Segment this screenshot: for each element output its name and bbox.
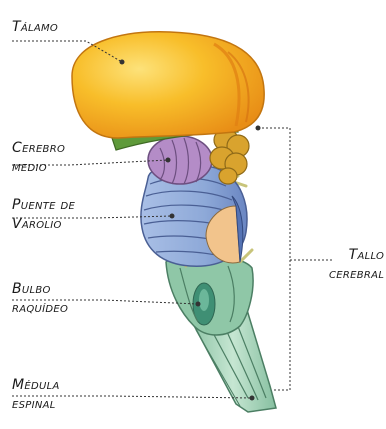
label-medula-espinal: Médula espinal [12, 376, 60, 414]
thalamus [72, 32, 264, 138]
label-puente-de-varolio: Puente de Varolio [12, 196, 75, 234]
label-cerebro-medio: Cerebro medio [12, 139, 65, 177]
midbrain [148, 136, 212, 184]
label-cerebro-medio-line2: medio [12, 158, 65, 177]
label-talamo: Tálamo [12, 18, 58, 37]
label-medula-line2: espinal [12, 395, 60, 414]
label-tallo-cerebral: Tallo cerebral [329, 246, 384, 284]
label-puente-line1: Puente de [12, 196, 75, 215]
label-talamo-text: Tálamo [12, 18, 58, 37]
label-tallo-line2: cerebral [329, 265, 384, 284]
label-bulbo-raquideo: Bulbo raquídeo [12, 280, 68, 318]
label-bulbo-line2: raquídeo [12, 299, 68, 318]
label-medula-line1: Médula [12, 376, 60, 395]
label-bulbo-line1: Bulbo [12, 280, 68, 299]
medulla [166, 255, 253, 335]
label-tallo-line1: Tallo [329, 246, 384, 265]
label-cerebro-medio-line1: Cerebro [12, 139, 65, 158]
label-puente-line2: Varolio [12, 215, 75, 234]
